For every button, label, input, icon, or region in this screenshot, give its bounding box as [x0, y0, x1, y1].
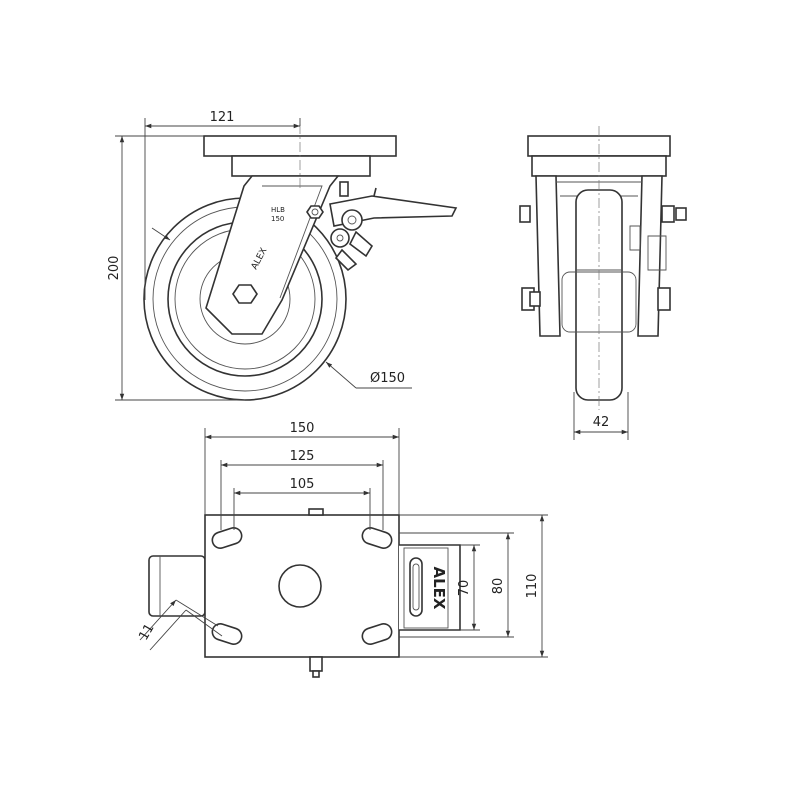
dim-121: 121 [210, 110, 235, 125]
front-fork-right [637, 175, 663, 337]
front-fork-left [535, 175, 561, 337]
top-bolt-slots [211, 527, 393, 645]
top-center-hole [278, 564, 322, 608]
front-view: 42 [519, 126, 687, 440]
brand-text: ALEX [430, 567, 448, 610]
dim-70: 70 [457, 580, 472, 597]
dim-150: 150 [290, 421, 315, 436]
top-wheel-extension [148, 555, 206, 617]
dim-105: 105 [290, 477, 315, 492]
dim-200: 200 [107, 256, 122, 281]
dim-110: 110 [525, 574, 540, 599]
dim-diameter-150: Ø150 [370, 371, 405, 386]
top-brake-pedal [399, 544, 461, 631]
side-view: HLB 150 ALEX 121 200 [107, 110, 458, 401]
dim-80: 80 [491, 578, 506, 595]
top-view: ALEX 150 125 105 11 70 80 1 [136, 421, 548, 678]
side-axle-nut [232, 284, 258, 304]
dim-42: 42 [593, 415, 610, 430]
fork-text-hlb: HLB [271, 206, 285, 214]
dim-11: 11 [136, 621, 157, 643]
side-swivel-bearing [231, 155, 371, 177]
fork-text-150: 150 [271, 215, 284, 223]
dim-125: 125 [290, 449, 315, 464]
side-brake [306, 181, 458, 272]
